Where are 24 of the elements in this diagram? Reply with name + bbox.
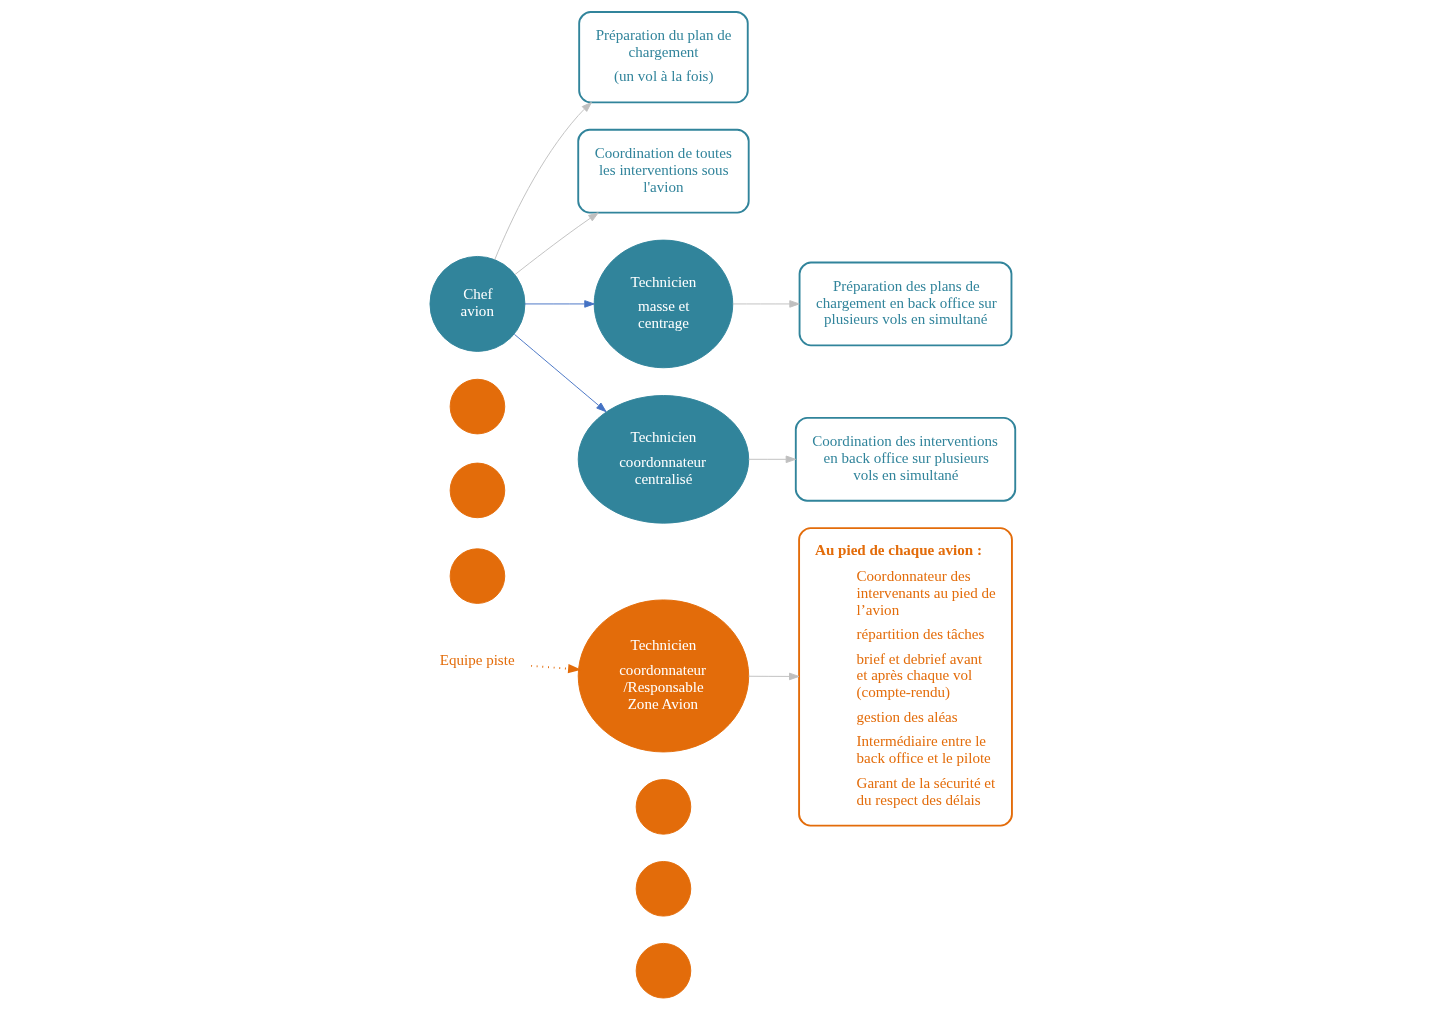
arrow (523, 300, 595, 308)
node-box: Préparation des plans de chargement en back office sur plusieurs vols en simultané (798, 261, 1012, 347)
node-ellipse: Technicien coordonnateur /Responsable Zone Avion (577, 599, 749, 753)
node-circle (635, 942, 691, 999)
arrow (513, 212, 599, 276)
node-circle: Technicien masse et centrage (593, 239, 733, 369)
arrow (493, 102, 592, 260)
arrow (513, 333, 606, 413)
arrow (747, 455, 796, 464)
arrow (529, 664, 581, 674)
node-circle (635, 779, 691, 835)
node-circle (449, 378, 505, 435)
node-text: Equipe piste (439, 652, 515, 669)
node-box: Coordination des interventions en back office sur plusieurs vols en simultané (794, 416, 1016, 502)
node-circle (635, 861, 691, 917)
node-ellipse: Technicien coordonnateur centralisé (577, 395, 749, 524)
node-circle (449, 548, 505, 604)
arrow (731, 300, 800, 308)
node-box: Coordination de toutes les interventions sous l'avion (576, 128, 750, 214)
node-circle: Chef avion (429, 256, 525, 352)
arrow (747, 672, 799, 681)
node-box: Au pied de chaque avion : Coordonnateur des intervenants au pied de l’avion répartition des tâches brief et debrief avant et après chaque vol (compte-rendu) gestion des aléas Intermédiaire entre le back office et le pilote Garant de la sécurité et du respect des délais (797, 527, 1013, 827)
node-circle (449, 462, 505, 519)
node-box: Préparation du plan de chargement (un vol à la fois) (577, 11, 749, 104)
